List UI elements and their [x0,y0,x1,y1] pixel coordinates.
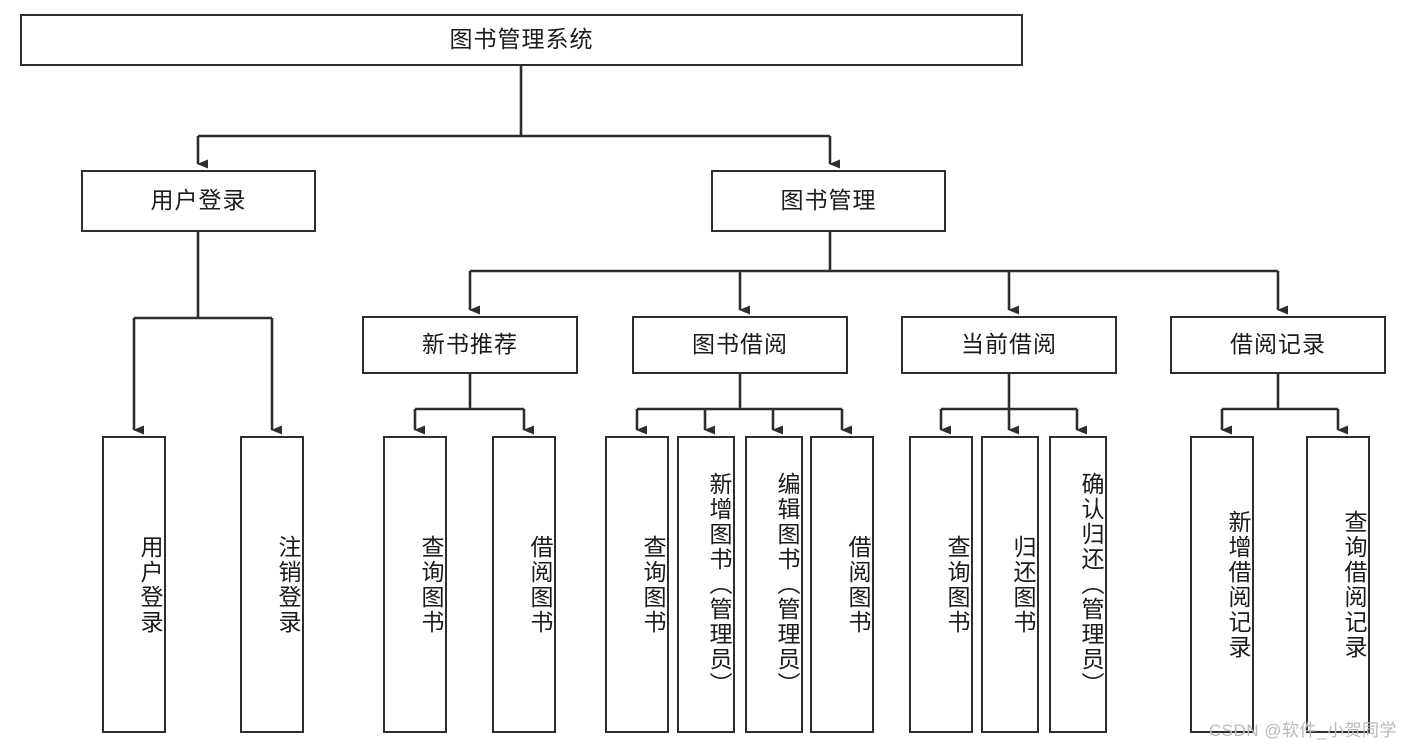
watermark: CSDN @软件_小贺同学 [1208,721,1397,740]
node-current-borrow[interactable]: 当前借阅 [901,316,1117,374]
leaf-confirm-return-label: 确认归还（管理员） [1078,472,1104,697]
leaf-query-book-3[interactable]: 查询图书 [909,436,973,733]
leaf-query-record-label: 查询借阅记录 [1341,509,1367,660]
node-new-book-recommend[interactable]: 新书推荐 [362,316,578,374]
node-book-management[interactable]: 图书管理 [711,170,946,232]
node-root[interactable]: 图书管理系统 [20,14,1023,66]
leaf-edit-book[interactable]: 编辑图书（管理员） [745,436,803,733]
leaf-add-book-label: 新增图书（管理员） [706,472,732,697]
node-borrow-record-label: 借阅记录 [1230,331,1326,358]
leaf-add-record-label: 新增借阅记录 [1225,509,1251,660]
leaf-query-book-2-label: 查询图书 [640,534,666,635]
leaf-borrow-book-1[interactable]: 借阅图书 [492,436,556,733]
leaf-query-book-1-label: 查询图书 [418,534,444,635]
node-borrow-record[interactable]: 借阅记录 [1170,316,1386,374]
leaf-query-book-1[interactable]: 查询图书 [383,436,447,733]
leaf-borrow-book-2-label: 借阅图书 [845,534,871,635]
leaf-return-book[interactable]: 归还图书 [981,436,1039,733]
node-book-borrow-label: 图书借阅 [692,331,788,358]
node-root-label: 图书管理系统 [449,26,594,53]
leaf-add-record[interactable]: 新增借阅记录 [1190,436,1254,733]
leaf-query-book-3-label: 查询图书 [944,534,970,635]
node-user-login-label: 用户登录 [150,187,247,214]
leaf-borrow-book-1-label: 借阅图书 [527,534,553,635]
node-book-management-label: 图书管理 [780,187,877,214]
leaf-borrow-book-2[interactable]: 借阅图书 [810,436,874,733]
leaf-edit-book-label: 编辑图书（管理员） [774,472,800,697]
leaf-logout-login-label: 注销登录 [275,534,301,635]
node-user-login[interactable]: 用户登录 [81,170,316,232]
node-current-borrow-label: 当前借阅 [961,331,1057,358]
leaf-user-login-label: 用户登录 [137,534,163,635]
leaf-confirm-return[interactable]: 确认归还（管理员） [1049,436,1107,733]
leaf-add-book[interactable]: 新增图书（管理员） [677,436,735,733]
leaf-user-login[interactable]: 用户登录 [102,436,166,733]
leaf-query-book-2[interactable]: 查询图书 [605,436,669,733]
leaf-return-book-label: 归还图书 [1010,534,1036,635]
leaf-query-record[interactable]: 查询借阅记录 [1306,436,1370,733]
node-new-book-recommend-label: 新书推荐 [422,331,518,358]
leaf-logout-login[interactable]: 注销登录 [240,436,304,733]
node-book-borrow[interactable]: 图书借阅 [632,316,848,374]
